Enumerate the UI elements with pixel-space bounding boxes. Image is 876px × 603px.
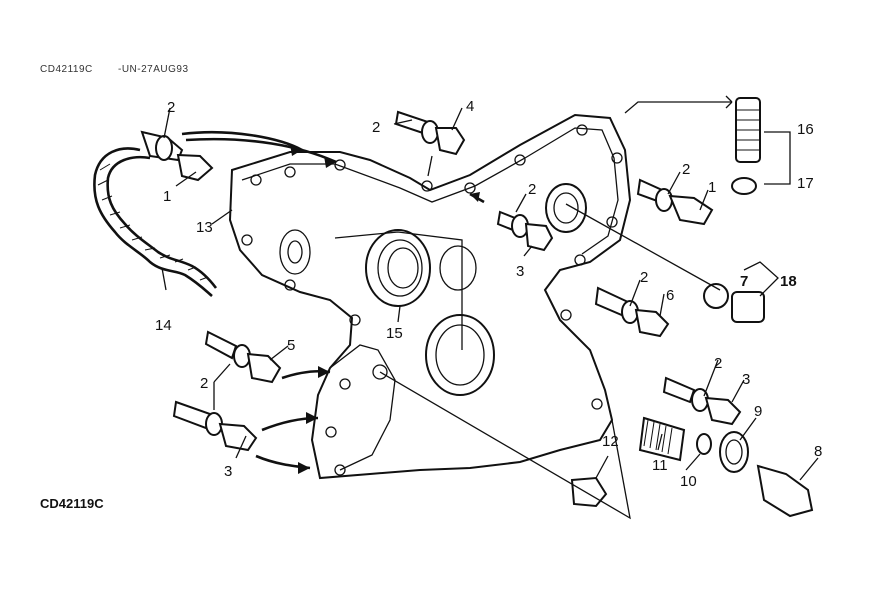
callout-11: 11 — [652, 457, 668, 474]
leader-lines — [161, 95, 819, 520]
figure-code-bottom: CD42119C — [40, 496, 104, 511]
callout-2: 2 — [714, 355, 722, 372]
callout-6: 6 — [666, 287, 674, 304]
callout-16: 16 — [797, 121, 814, 138]
callout-18: 18 — [780, 273, 797, 290]
callout-numbers: 2 1 13 14 2 4 2 3 2 1 16 17 7 18 2 6 15 … — [155, 98, 822, 490]
callout-7: 7 — [740, 273, 748, 290]
callout-14: 14 — [155, 317, 172, 334]
callout-3: 3 — [516, 263, 524, 280]
callout-12: 12 — [602, 433, 619, 450]
timing-gear-cover — [228, 113, 632, 480]
callout-2: 2 — [200, 375, 208, 392]
sender-assembly — [703, 97, 765, 323]
callout-13: 13 — [196, 219, 213, 236]
callout-9: 9 — [754, 403, 762, 420]
callout-2: 2 — [640, 269, 648, 286]
callout-3: 3 — [224, 463, 232, 480]
callout-2: 2 — [528, 181, 536, 198]
assembly-arrows — [181, 130, 485, 474]
callout-2: 2 — [372, 119, 380, 136]
callout-15: 15 — [386, 325, 403, 342]
callout-5: 5 — [287, 337, 295, 354]
figure-date-ref: -UN-27AUG93 — [118, 64, 189, 75]
bolt-group — [140, 110, 742, 508]
callout-10: 10 — [680, 473, 697, 490]
callout-4: 4 — [466, 98, 474, 115]
relief-valve-parts — [638, 416, 814, 518]
callout-1: 1 — [708, 179, 716, 196]
callout-2: 2 — [167, 99, 175, 116]
callout-8: 8 — [814, 443, 822, 460]
callout-1: 1 — [163, 188, 171, 205]
callout-3: 3 — [742, 371, 750, 388]
callout-17: 17 — [797, 175, 814, 192]
callout-2: 2 — [682, 161, 690, 178]
gasket-14 — [93, 147, 218, 297]
seal-15 — [334, 229, 477, 350]
figure-code-top: CD42119C — [40, 64, 93, 75]
